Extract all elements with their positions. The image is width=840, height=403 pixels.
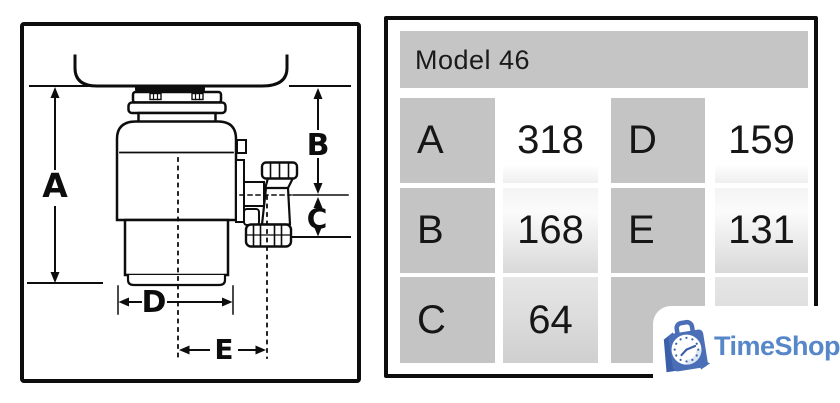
sink-basin-outline [73, 54, 289, 88]
elbow-foot [243, 208, 260, 226]
model-title: Model 46 [400, 31, 808, 88]
disposal-body [115, 120, 247, 287]
dimension-d-label: D [142, 285, 167, 320]
disposal-dimension-diagram: A B C D E [27, 54, 351, 366]
arrowheads [50, 87, 323, 355]
dim-label-cell-a: A [400, 98, 495, 183]
dimension-b-label: B [307, 128, 330, 163]
outlet-tube [243, 181, 265, 207]
dim-value-cell-e: 131 [715, 188, 808, 273]
dim-label-cell-d: D [611, 98, 705, 183]
dim-value-cell-a: 318 [503, 98, 598, 183]
dimension-diagram-panel: A B C D E [20, 22, 361, 383]
clock-ticks [673, 336, 700, 363]
dim-label-cell-b: B [400, 188, 495, 273]
elbow-pipe [260, 186, 292, 226]
drain-elbow-assembly [243, 161, 299, 248]
mounting-assembly [127, 90, 227, 124]
dim-label-cell-e: E [611, 188, 705, 273]
dim-value-cell-b: 168 [503, 188, 598, 273]
discharge-flange [235, 159, 245, 223]
dim-value-cell-d: 159 [715, 98, 808, 183]
dimension-e-label: E [214, 333, 233, 366]
body-side-tab [236, 139, 247, 154]
centerlines [177, 157, 292, 359]
clock-hands [680, 344, 697, 357]
extension-lines [27, 194, 351, 315]
dimension-lines [54, 92, 319, 351]
dimension-a-label: A [42, 166, 68, 205]
dimension-c-label: C [307, 202, 328, 235]
sink-flange-gasket [135, 86, 205, 92]
dim-label-cell-c: C [400, 277, 495, 363]
dim-value-cell-c: 64 [503, 277, 598, 363]
brand-wordmark: TimeShop [713, 330, 840, 361]
bag-clock-icon [663, 319, 711, 373]
timeshop-logo: TimeShop [653, 306, 840, 403]
spec-table-panel: Model 46 A 318 D 159 B 168 E 131 C 64 [384, 16, 818, 378]
